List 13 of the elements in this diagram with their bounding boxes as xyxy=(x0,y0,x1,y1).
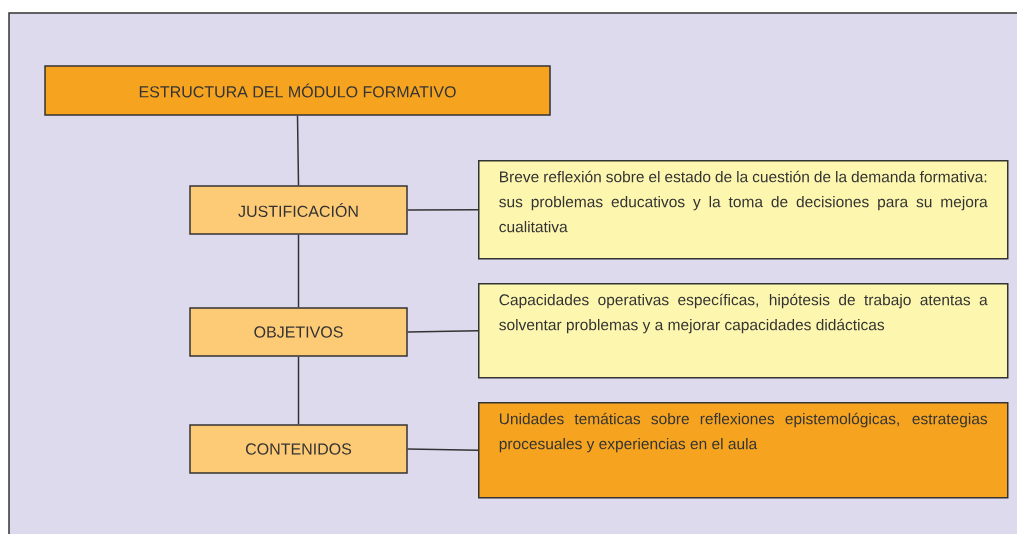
section-box: OBJETIVOS xyxy=(189,307,408,357)
connector-line xyxy=(296,115,300,186)
description-box: Capacidades operativas específicas, hipótesis de trabajo atentas a solventar problemas y a mejorar capacidades didácticas xyxy=(478,283,1009,379)
connector-line xyxy=(407,209,479,211)
connector-line xyxy=(407,330,479,333)
description-box: Unidades temáticas sobre reflexiones epistemológicas, estrategias procesuales y experiencias en el aula xyxy=(478,402,1009,499)
section-box: CONTENIDOS xyxy=(189,424,408,474)
section-box: JUSTIFICACIÓN xyxy=(189,185,408,235)
title-box: ESTRUCTURA DEL MÓDULO FORMATIVO xyxy=(44,65,551,116)
connector-line xyxy=(297,356,300,425)
description-box: Breve reflexión sobre el estado de la cuestión de la demanda formativa: sus problemas educativos y la toma de decisiones para su mejora cualitativa xyxy=(478,160,1009,260)
connector-line xyxy=(297,234,300,308)
connector-line xyxy=(407,448,479,451)
